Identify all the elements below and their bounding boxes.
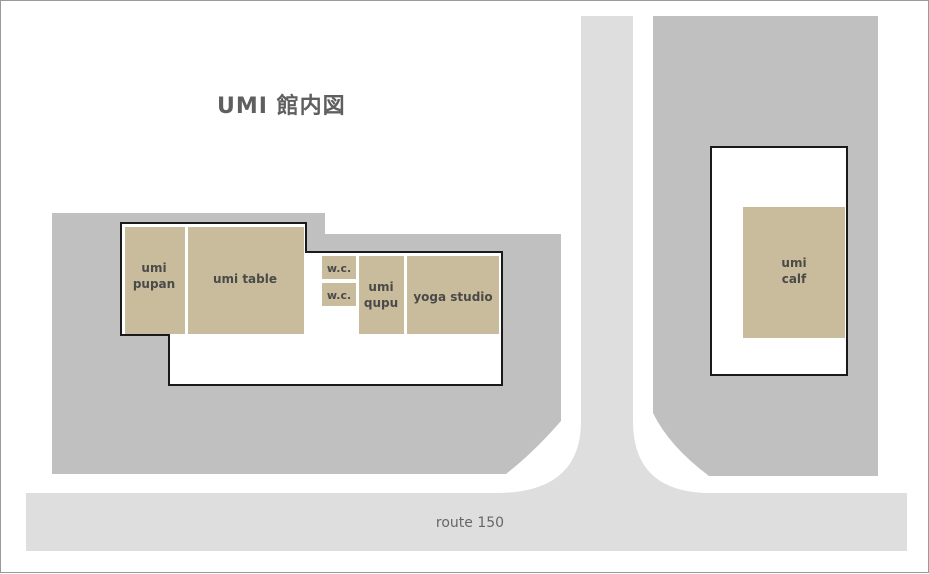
road-label: route 150 (436, 515, 504, 531)
umi-pupan-label-line1: umi (141, 261, 166, 275)
umi-calf-label-line2: calf (782, 272, 807, 286)
wc-upper-label: w.c. (327, 262, 351, 275)
umi-calf-label-line1: umi (781, 256, 806, 270)
shop-umi-pupan[interactable] (125, 227, 185, 334)
shop-umi-calf[interactable] (743, 207, 845, 338)
shop-umi-qupu[interactable] (359, 256, 404, 334)
shop-yoga-studio[interactable] (407, 256, 499, 334)
yoga-studio-label: yoga studio (413, 290, 492, 304)
umi-qupu-label-line2: qupu (364, 296, 398, 310)
wc-lower[interactable] (322, 283, 356, 306)
road-vertical (26, 16, 907, 551)
umi-pupan-label-line2: pupan (133, 277, 175, 291)
shop-umi-table[interactable] (188, 227, 304, 334)
umi-qupu-label-line1: umi (368, 280, 393, 294)
map-title: UMI 館内図 (217, 93, 346, 119)
umi-table-label: umi table (213, 272, 277, 286)
wc-upper[interactable] (322, 256, 356, 279)
wc-lower-label: w.c. (327, 289, 351, 302)
